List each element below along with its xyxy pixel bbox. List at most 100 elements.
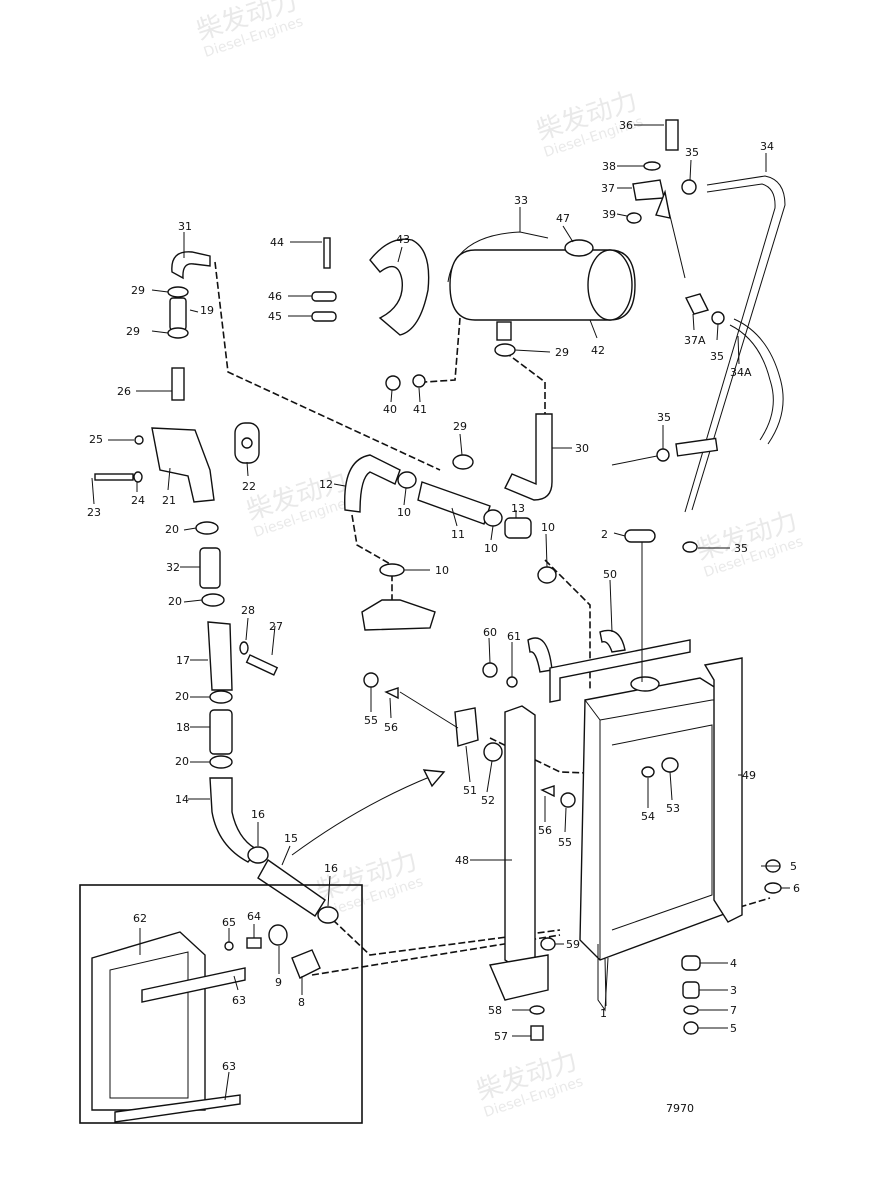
callout-42: 42	[591, 344, 605, 357]
hose-route-41	[424, 317, 461, 383]
callout-45: 45	[268, 310, 282, 323]
clamp-20	[209, 755, 233, 769]
callout-63: 63	[222, 1060, 236, 1073]
callout-59: 59	[566, 938, 580, 951]
bolt-60	[482, 662, 498, 678]
radiator-assembly	[363, 529, 782, 1041]
nut-35	[682, 541, 698, 553]
callout-44: 44	[270, 236, 284, 249]
washer-58	[529, 1005, 545, 1015]
callout-14: 14	[175, 793, 189, 806]
hose-18	[209, 709, 233, 755]
radiator-inner	[611, 724, 713, 931]
leader-47	[562, 225, 574, 243]
clamp-9	[268, 924, 288, 946]
bracket-51	[454, 707, 479, 747]
rubber-mount-3	[682, 981, 700, 999]
callout-51: 51	[463, 784, 477, 797]
flow-arrow-shaft	[291, 775, 433, 856]
seal-strip-63	[141, 967, 246, 1003]
callout-53: 53	[666, 802, 680, 815]
pipe-17	[207, 621, 233, 691]
nut-55	[363, 672, 379, 688]
hose-route-8	[311, 934, 561, 976]
callout-9: 9	[275, 976, 282, 989]
callout-35: 35	[710, 350, 724, 363]
callout-27: 27	[269, 620, 283, 633]
callout-43: 43	[396, 233, 410, 246]
callout-15: 15	[284, 832, 298, 845]
callout-24: 24	[131, 494, 145, 507]
nut-59	[540, 937, 556, 951]
leader-22	[246, 461, 249, 477]
left-pipe-assembly	[94, 251, 339, 924]
callout-22: 22	[242, 480, 256, 493]
callout-33: 33	[514, 194, 528, 207]
leader-63a	[233, 975, 239, 991]
shroud-62-inner	[109, 951, 189, 1099]
clamp-20	[209, 690, 233, 704]
callout-56: 56	[384, 721, 398, 734]
radiator-drain	[597, 944, 609, 1012]
bypass-hose-assembly	[344, 454, 557, 631]
washer-24	[133, 471, 143, 483]
leader-40	[390, 389, 393, 403]
clamp-10	[483, 509, 503, 527]
pipe-34	[691, 175, 786, 511]
leader-29d	[459, 433, 463, 456]
callout-5: 5	[790, 860, 797, 873]
washer-7	[683, 1005, 699, 1015]
screw-64	[246, 937, 262, 949]
callout-10: 10	[541, 521, 555, 534]
callout-62: 62	[133, 912, 147, 925]
clamp-29	[452, 454, 474, 470]
hose-route-31	[214, 261, 441, 471]
clamp-29	[167, 286, 189, 298]
washer-56	[384, 687, 399, 700]
side-member-49	[703, 657, 743, 923]
elbow-housing-21	[151, 427, 215, 503]
plug-25	[134, 435, 144, 445]
nipple-26	[171, 367, 185, 401]
leader-50	[609, 579, 613, 633]
fitting-37a	[684, 293, 710, 315]
callout-37a: 37A	[684, 334, 706, 347]
washer-65	[224, 941, 234, 951]
bolt-53	[661, 757, 679, 773]
inset-frame	[79, 884, 363, 1124]
callout-34: 34	[760, 140, 774, 153]
foot-48	[489, 954, 549, 1001]
leader-60	[488, 637, 491, 664]
leader-29c	[514, 349, 551, 353]
callout-10: 10	[484, 542, 498, 555]
shroud-bracket-50-right	[599, 629, 626, 653]
callout-20: 20	[175, 755, 189, 768]
pin-45	[311, 311, 337, 322]
bolt-27	[245, 654, 279, 676]
leader-21	[167, 467, 171, 491]
callout-28: 28	[241, 604, 255, 617]
callout-18: 18	[176, 721, 190, 734]
hose-13	[504, 517, 532, 539]
callout-7: 7	[730, 1004, 737, 1017]
leader-15	[281, 845, 291, 866]
callout-35: 35	[685, 146, 699, 159]
callout-21: 21	[162, 494, 176, 507]
leader-56a	[389, 697, 392, 719]
leader-37a	[692, 313, 695, 331]
drawing-number: 7970	[666, 1102, 694, 1115]
washer-38	[643, 161, 661, 171]
clamp-20	[201, 593, 225, 607]
washer-28	[239, 641, 249, 655]
callout-35: 35	[734, 542, 748, 555]
callout-17: 17	[176, 654, 190, 667]
leader-55b	[564, 807, 567, 833]
callout-8: 8	[298, 996, 305, 1009]
leader-11	[451, 507, 458, 527]
bracket-50	[549, 639, 691, 703]
callout-64: 64	[247, 910, 261, 923]
clamp-10	[537, 566, 557, 584]
leader-41	[418, 387, 421, 403]
callout-10: 10	[435, 564, 449, 577]
